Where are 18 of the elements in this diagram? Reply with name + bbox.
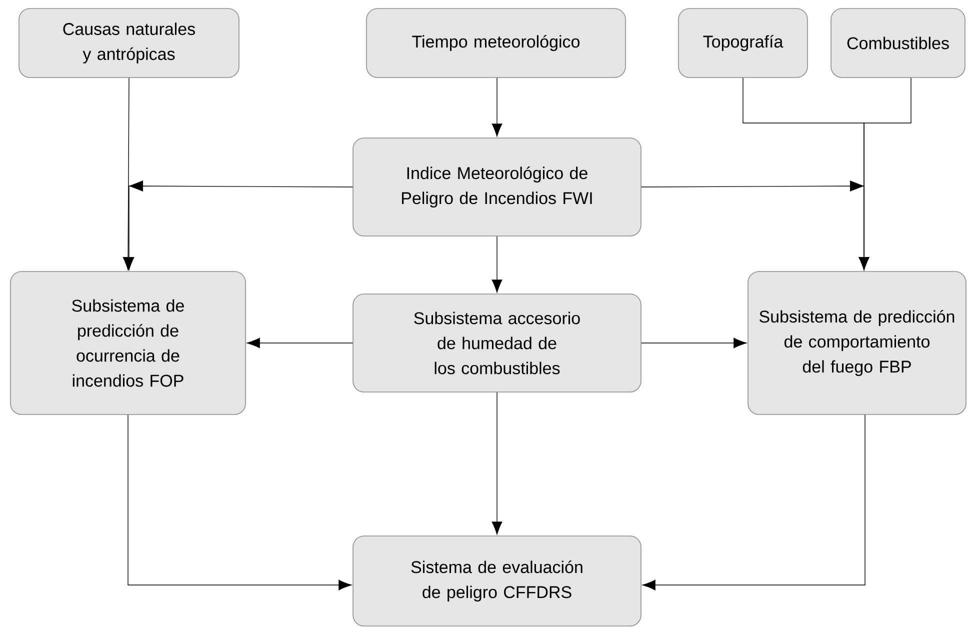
process-box: Combustibles bbox=[830, 8, 966, 78]
process-box: Subsistema de predicción de comportamiento del fuego FBP bbox=[748, 271, 966, 415]
process-box: Topografía bbox=[678, 8, 808, 78]
arrow bbox=[641, 338, 747, 348]
arrow bbox=[128, 414, 352, 590]
arrow bbox=[246, 338, 353, 348]
arrow bbox=[641, 180, 870, 270]
process-box: Causas naturales y antrópicas bbox=[18, 8, 240, 78]
process-box: Sistema de evaluación de peligro CFFDRS bbox=[352, 536, 642, 626]
arrow bbox=[492, 392, 502, 535]
arrow bbox=[124, 180, 353, 270]
process-box: Subsistema accesorio de humedad de los combustibles bbox=[352, 294, 642, 392]
process-box: Tiempo meteorológico bbox=[366, 8, 626, 78]
arrow bbox=[642, 414, 866, 590]
arrow bbox=[492, 236, 502, 293]
arrow bbox=[492, 78, 502, 137]
process-box: Indice Meteorológico de Peligro de Incendios FWI bbox=[352, 138, 642, 236]
process-box: Subsistema de predicción de ocurrencia de incendios FOP bbox=[10, 271, 246, 415]
